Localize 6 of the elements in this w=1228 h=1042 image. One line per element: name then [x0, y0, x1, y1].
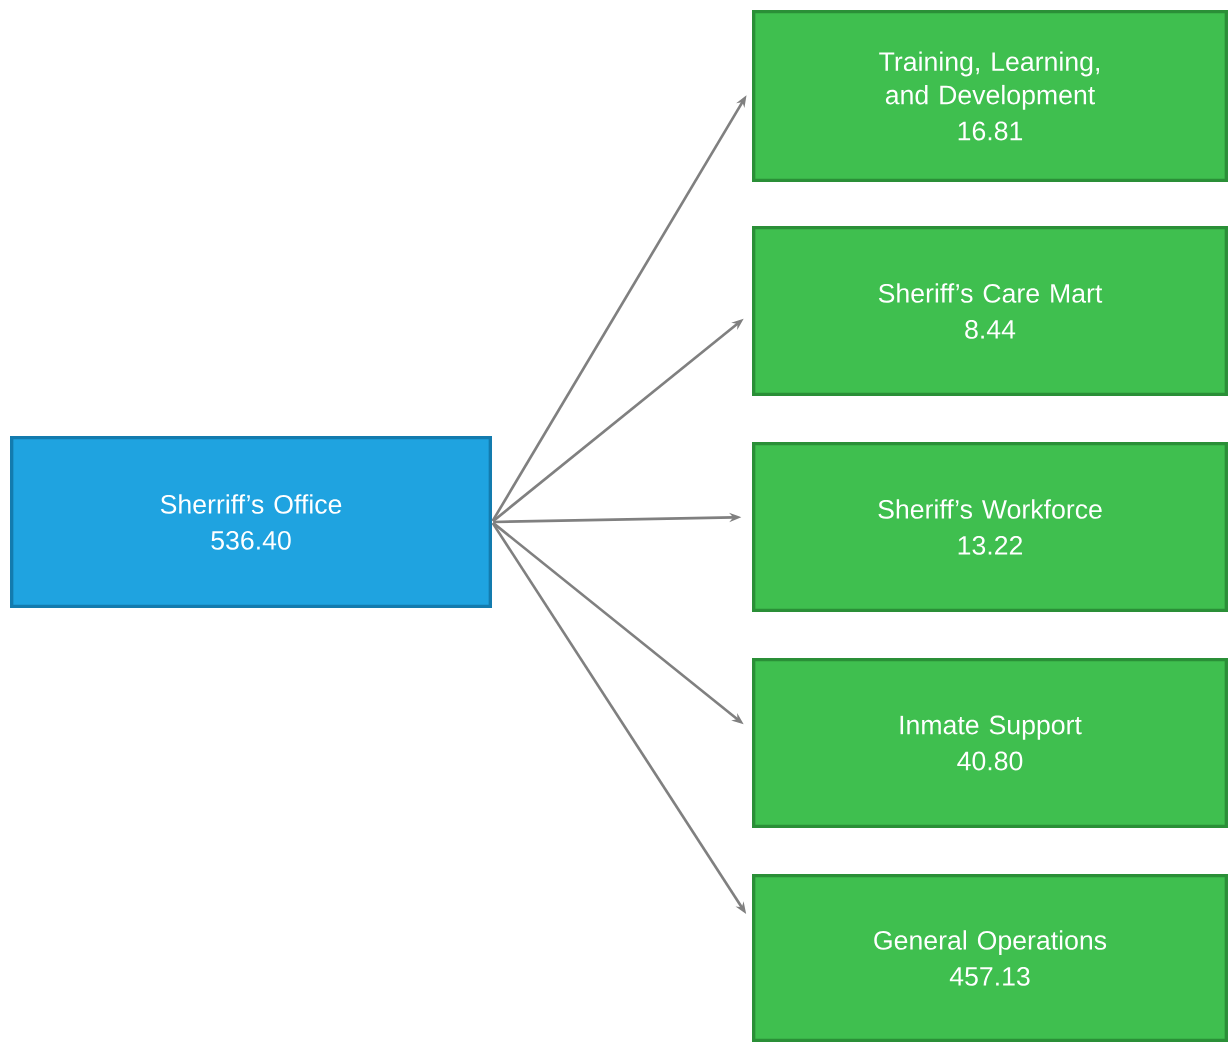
- process-box: Sherriff’s Office 536.40: [10, 436, 492, 608]
- process-box: Sheriff’s Care Mart 8.44: [752, 226, 1228, 396]
- process-box: Inmate Support 40.80: [752, 658, 1228, 828]
- process-box: General Operations 457.13: [752, 874, 1228, 1042]
- process-box: Training, Learning, and Development 16.81: [752, 10, 1228, 182]
- process-box: Sheriff’s Workforce 13.22: [752, 442, 1228, 612]
